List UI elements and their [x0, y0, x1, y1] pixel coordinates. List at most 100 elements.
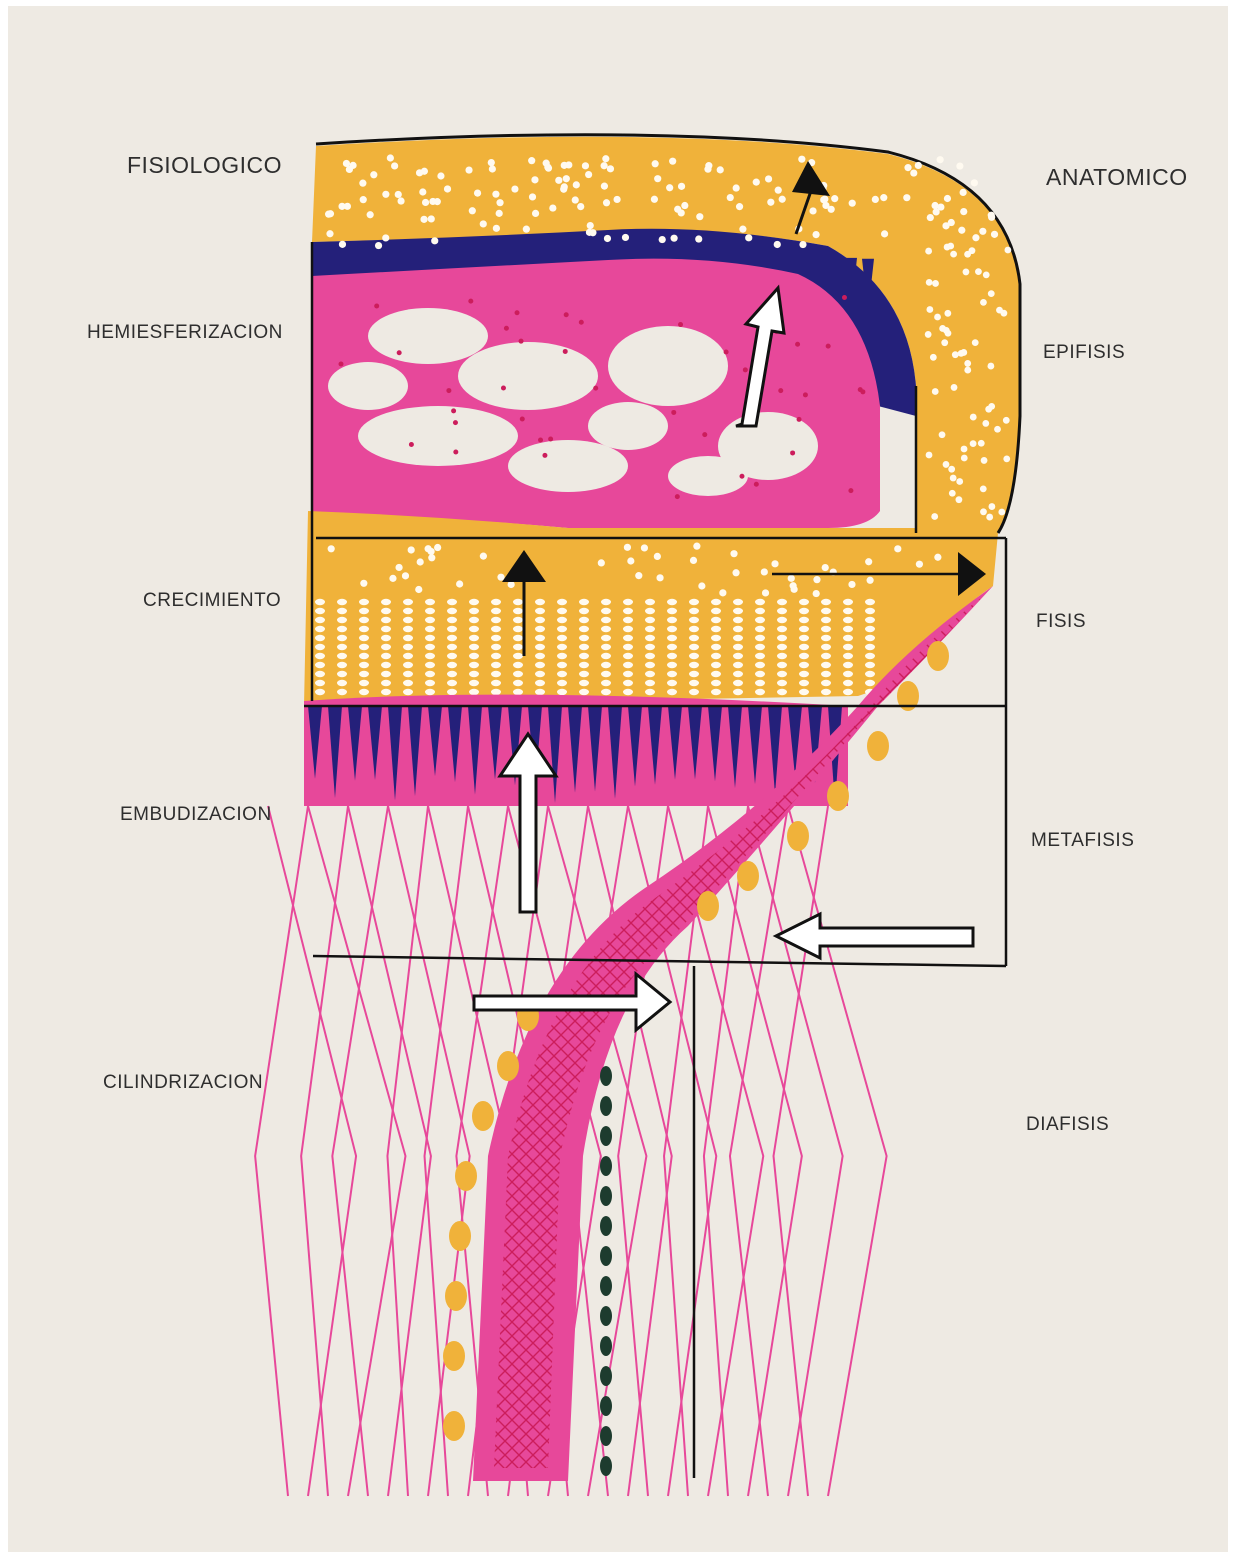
osteocyte [504, 326, 509, 331]
chondrocyte [337, 599, 347, 605]
cartilage-cell [753, 179, 760, 186]
osteocyte [453, 420, 458, 425]
chondrocyte [667, 617, 677, 623]
periosteal-cell [600, 1396, 612, 1416]
trabecula [301, 806, 348, 1496]
cartilage-cell [419, 188, 426, 195]
chondrocyte [755, 626, 765, 632]
periosteal-cell [600, 1216, 612, 1236]
chondrocyte [601, 608, 611, 614]
chondrocyte [535, 599, 545, 605]
cartilage-cell [480, 553, 487, 560]
osteoblast [927, 641, 949, 671]
chondrocyte [381, 599, 391, 605]
cartilage-cell [327, 210, 334, 217]
cartilage-cell [949, 490, 956, 497]
chondrocyte [755, 680, 765, 686]
cartilage-cell [926, 452, 933, 459]
cartilage-cell [474, 190, 481, 197]
cartilage-cell [775, 187, 782, 194]
cartilage-cell [561, 162, 568, 169]
chondrocyte [733, 680, 743, 686]
chondrocyte [491, 617, 501, 623]
periosteal-cell [600, 1276, 612, 1296]
chondrocyte [711, 662, 721, 668]
periosteal-cell [600, 1096, 612, 1116]
chondrocyte [315, 671, 325, 677]
chondrocyte [865, 635, 875, 641]
chondrocyte [821, 653, 831, 659]
chondrocyte [425, 662, 435, 668]
chondrocyte [447, 653, 457, 659]
chondrocyte [425, 653, 435, 659]
chondrocyte [315, 644, 325, 650]
cartilage-cell [397, 197, 404, 204]
chondrocyte [799, 653, 809, 659]
cartilage-cell [402, 572, 409, 579]
osteocyte [520, 417, 525, 422]
cartilage-cell [961, 446, 968, 453]
chondrocyte [601, 689, 611, 695]
chondrocyte [315, 635, 325, 641]
chondrocyte [359, 635, 369, 641]
chondrocyte [557, 644, 567, 650]
cartilage-cell [395, 564, 402, 571]
osteocyte [397, 350, 402, 355]
cartilage-cell [431, 237, 438, 244]
cartilage-cell [904, 164, 911, 171]
chondrocyte [557, 626, 567, 632]
chondrocyte [557, 617, 567, 623]
chondrocyte [491, 644, 501, 650]
chondrocyte [711, 653, 721, 659]
chondrocyte [601, 617, 611, 623]
chondrocyte [601, 662, 611, 668]
physiological-heading: FISIOLOGICO [127, 152, 282, 179]
osteoblast [455, 1161, 477, 1191]
cartilage-cell [872, 196, 879, 203]
chondrocyte [667, 608, 677, 614]
region-fisis: FISIS [1036, 611, 1086, 633]
cartilage-cell [939, 325, 946, 332]
chondrocyte [689, 644, 699, 650]
cartilage-cell [771, 560, 778, 567]
chondrocyte [403, 671, 413, 677]
chondrocyte [843, 599, 853, 605]
cartilage-cell [916, 561, 923, 568]
chondrocyte [645, 662, 655, 668]
chondrocyte [667, 662, 677, 668]
cartilage-cell [656, 574, 663, 581]
cartilage-cell [415, 586, 422, 593]
cartilage-cell [934, 554, 941, 561]
cartilage-cell [982, 420, 989, 427]
chondrocyte [425, 644, 435, 650]
cartilage-cell [944, 195, 951, 202]
cartilage-cell [820, 196, 827, 203]
chondrocyte [689, 662, 699, 668]
osteocyte [675, 494, 680, 499]
osteoblast [697, 891, 719, 921]
cartilage-cell [727, 194, 734, 201]
chondrocyte [623, 680, 633, 686]
marrow-space [358, 406, 518, 466]
cartilage-cell [425, 545, 432, 552]
chondrocyte [667, 680, 677, 686]
chondrocyte [469, 644, 479, 650]
osteocyte [519, 339, 524, 344]
chondrocyte [557, 680, 567, 686]
chondrocyte [381, 671, 391, 677]
chondrocyte [777, 662, 787, 668]
cartilage-cell [549, 204, 556, 211]
cartilage-cell [654, 553, 661, 560]
chondrocyte [403, 635, 413, 641]
chondrocyte [359, 662, 369, 668]
chondrocyte [359, 644, 369, 650]
chondrocyte [865, 671, 875, 677]
cartilage-cell [809, 207, 816, 214]
cartilage-cell [791, 586, 798, 593]
chondrocyte [799, 680, 809, 686]
cartilage-cell [812, 231, 819, 238]
chondrocyte [447, 644, 457, 650]
chondrocyte [667, 635, 677, 641]
chondrocyte [491, 608, 501, 614]
chondrocyte [403, 689, 413, 695]
